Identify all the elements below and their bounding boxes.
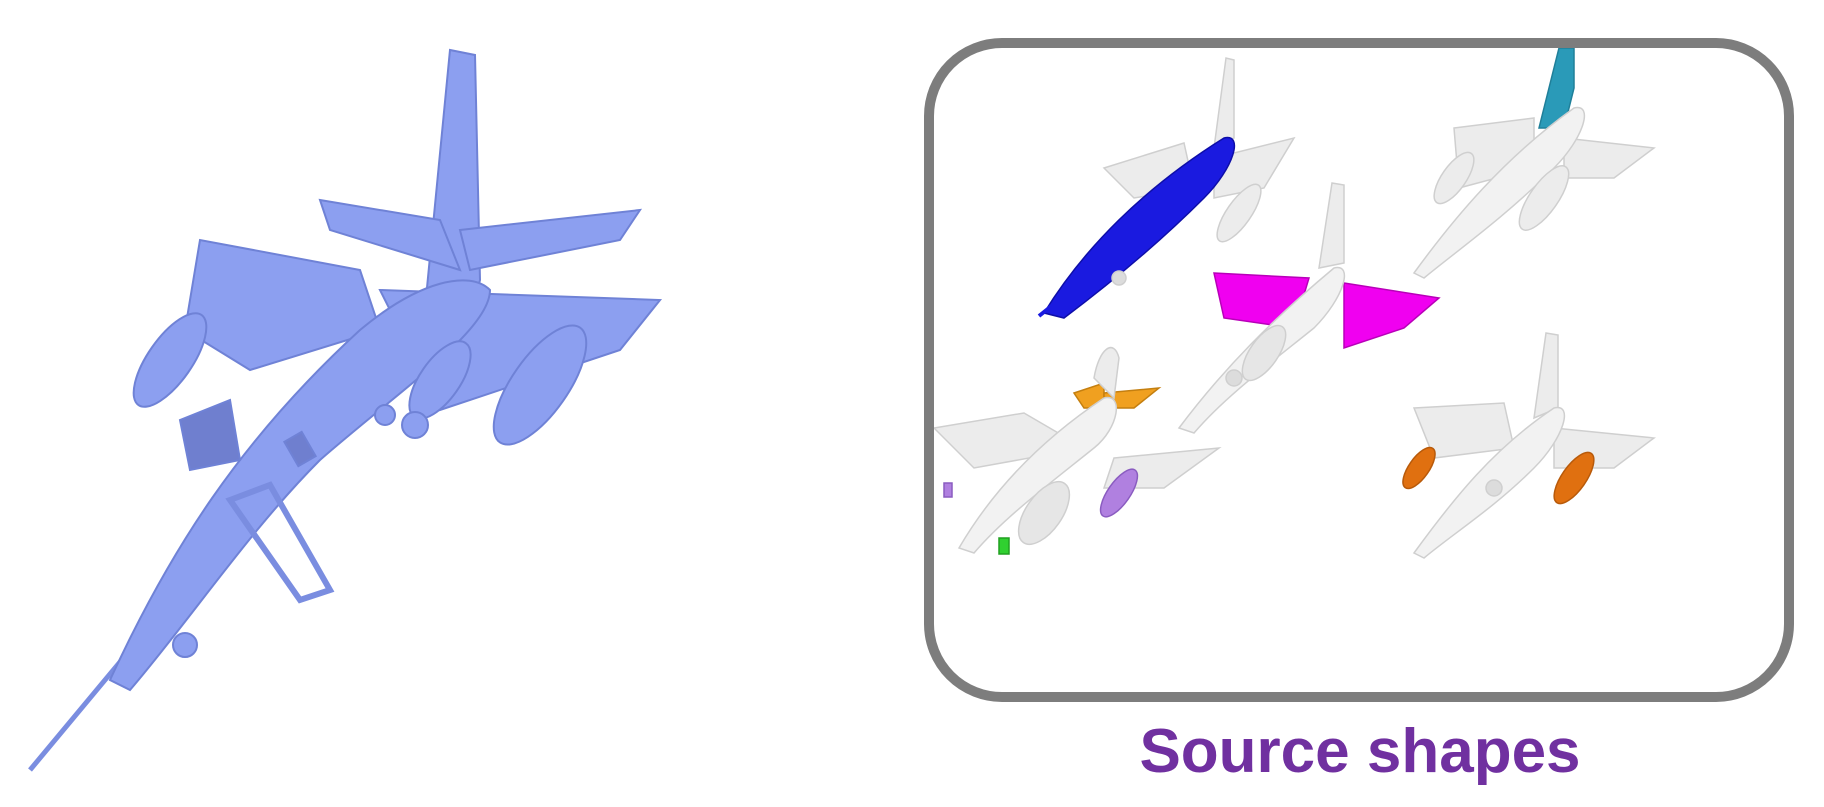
source-jet-orange-stabilizer [934,346,1222,555]
target-jet-body [28,48,663,772]
source-jet-orange-engines [1402,332,1656,559]
target-jet-icon [28,48,663,772]
source-jet-blue-fuselage [1037,57,1296,319]
source-shapes-panel [924,38,1794,702]
source-jet-teal-tail [1412,48,1656,279]
source-jet-magenta-wings [1177,182,1441,434]
source-shapes-canvas [934,48,1656,559]
source-shapes-caption: Source shapes [1139,717,1581,786]
